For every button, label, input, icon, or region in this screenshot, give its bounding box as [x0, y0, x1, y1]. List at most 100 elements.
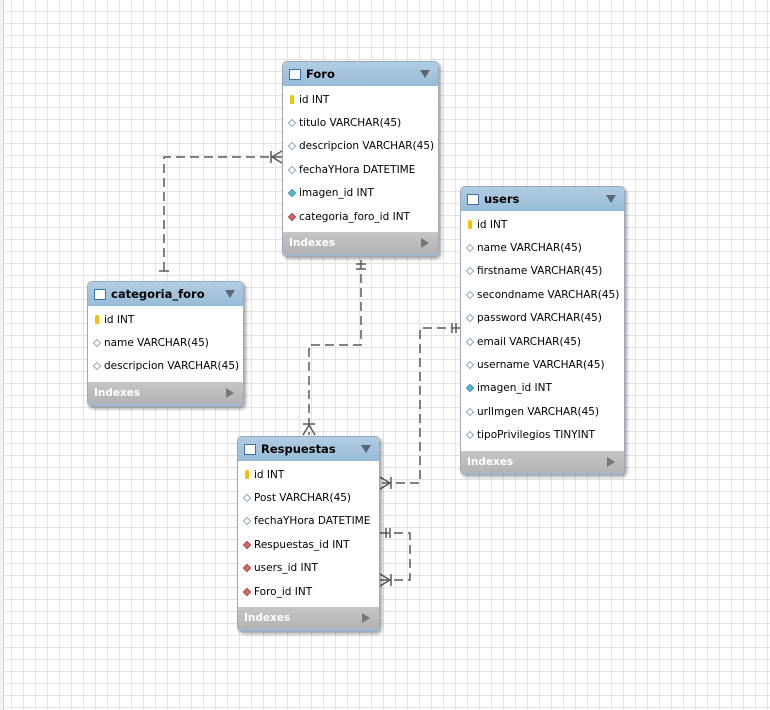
indexes-section[interactable]: Indexes: [88, 382, 243, 405]
column-label: users_id INT: [254, 562, 318, 575]
indexed-column-icon: [287, 189, 297, 198]
column-label: imagen_id INT: [477, 382, 552, 395]
expand-arrow-icon[interactable]: [607, 456, 615, 467]
table-categoria-foro[interactable]: categoria_foro id INT name VARCHAR(45) d…: [87, 281, 244, 407]
primary-key-icon: [245, 470, 249, 480]
rel-categoria-foro-line: [163, 156, 282, 271]
column-row[interactable]: categoria_foro_id INT: [283, 205, 438, 228]
table-icon: [289, 68, 301, 80]
column-diamond-icon: [242, 517, 252, 526]
foreign-key-icon: [242, 587, 252, 596]
column-diamond-icon: [465, 290, 475, 300]
rel-self-many-crowsfoot: [379, 573, 392, 587]
column-row[interactable]: username VARCHAR(45): [461, 353, 624, 376]
column-label: id INT: [477, 218, 508, 231]
column-diamond-icon: [465, 243, 475, 253]
column-diamond-icon: [465, 430, 475, 440]
column-diamond-icon: [287, 165, 297, 175]
column-row[interactable]: fechaYHora DATETIME: [238, 510, 379, 533]
column-list: id INT titulo VARCHAR(45) descripcion VA…: [283, 86, 438, 232]
column-row[interactable]: id INT: [238, 463, 379, 486]
table-bottom-bar: [283, 254, 438, 256]
column-row[interactable]: id INT: [461, 213, 624, 236]
column-row[interactable]: urlImgen VARCHAR(45): [461, 400, 624, 423]
indexes-label: Indexes: [289, 237, 336, 250]
column-row[interactable]: id INT: [88, 308, 243, 331]
column-row[interactable]: users_id INT: [238, 557, 379, 580]
rel-users-respuestas-line: [380, 327, 460, 484]
table-foro-header[interactable]: Foro: [283, 62, 438, 86]
expand-arrow-icon[interactable]: [362, 613, 370, 624]
indexes-section[interactable]: Indexes: [238, 607, 379, 630]
collapse-arrow-icon[interactable]: [361, 445, 371, 453]
column-diamond-icon: [465, 360, 475, 370]
column-row[interactable]: password VARCHAR(45): [461, 307, 624, 330]
column-label: categoria_foro_id INT: [299, 210, 410, 223]
column-diamond-icon: [465, 337, 475, 346]
column-row[interactable]: imagen_id INT: [461, 377, 624, 400]
column-label: email VARCHAR(45): [477, 335, 582, 348]
indexes-section[interactable]: Indexes: [283, 232, 438, 255]
column-row[interactable]: name VARCHAR(45): [461, 236, 624, 259]
primary-key-icon: [468, 220, 472, 230]
collapse-arrow-icon[interactable]: [606, 195, 616, 203]
column-row[interactable]: Post VARCHAR(45): [238, 486, 379, 509]
column-label: urlImgen VARCHAR(45): [477, 405, 600, 418]
column-label: fechaYHora DATETIME: [299, 163, 416, 176]
rel-foro-respuestas-line: [308, 260, 362, 435]
column-list: id INT name VARCHAR(45) firstname VARCHA…: [461, 211, 624, 451]
column-row[interactable]: name VARCHAR(45): [88, 331, 243, 354]
table-users-header[interactable]: users: [461, 187, 624, 211]
column-label: secondname VARCHAR(45): [477, 288, 620, 301]
collapse-arrow-icon[interactable]: [420, 70, 430, 78]
column-row[interactable]: tipoPrivilegios TINYINT: [461, 424, 624, 447]
rel-self-one-mark: [385, 528, 391, 538]
collapse-arrow-icon[interactable]: [225, 290, 235, 298]
indexes-section[interactable]: Indexes: [461, 450, 624, 473]
table-bottom-bar: [88, 404, 243, 406]
column-diamond-icon: [92, 338, 102, 348]
table-name: Respuestas: [261, 442, 336, 456]
primary-key-icon: [290, 95, 294, 105]
column-row[interactable]: descripcion VARCHAR(45): [283, 135, 438, 158]
rel-respuestas-many-crowsfoot: [302, 423, 316, 436]
column-label: descripcion VARCHAR(45): [104, 360, 240, 373]
column-label: fechaYHora DATETIME: [254, 515, 371, 528]
indexes-label: Indexes: [244, 612, 291, 625]
column-label: titulo VARCHAR(45): [299, 117, 402, 130]
column-row[interactable]: titulo VARCHAR(45): [283, 111, 438, 134]
table-name: users: [484, 192, 520, 206]
column-label: name VARCHAR(45): [104, 337, 209, 350]
column-diamond-icon: [242, 493, 252, 503]
column-label: imagen_id INT: [299, 187, 374, 200]
primary-key-icon: [95, 315, 99, 325]
table-icon: [244, 443, 256, 455]
column-label: descripcion VARCHAR(45): [299, 140, 435, 153]
column-row[interactable]: descripcion VARCHAR(45): [88, 355, 243, 378]
column-label: password VARCHAR(45): [477, 312, 602, 325]
column-row[interactable]: secondname VARCHAR(45): [461, 283, 624, 306]
table-respuestas-header[interactable]: Respuestas: [238, 437, 379, 461]
expand-arrow-icon[interactable]: [421, 238, 429, 249]
column-label: name VARCHAR(45): [477, 242, 582, 255]
column-label: firstname VARCHAR(45): [477, 265, 603, 278]
foreign-key-icon: [287, 212, 297, 221]
column-diamond-icon: [92, 362, 102, 371]
column-row[interactable]: Respuestas_id INT: [238, 533, 379, 556]
rel-users-one-mark: [451, 323, 457, 333]
table-categoria-foro-header[interactable]: categoria_foro: [88, 282, 243, 306]
column-row[interactable]: id INT: [283, 88, 438, 111]
rel-foro-one-mark: [356, 263, 366, 270]
table-bottom-bar: [461, 472, 624, 474]
expand-arrow-icon[interactable]: [226, 388, 234, 399]
column-row[interactable]: firstname VARCHAR(45): [461, 260, 624, 283]
table-foro[interactable]: Foro id INT titulo VARCHAR(45) descripci…: [282, 61, 439, 257]
column-row[interactable]: Foro_id INT: [238, 580, 379, 603]
indexes-label: Indexes: [467, 455, 514, 468]
column-row[interactable]: email VARCHAR(45): [461, 330, 624, 353]
table-users[interactable]: users id INT name VARCHAR(45) firstname …: [460, 186, 625, 475]
table-respuestas[interactable]: Respuestas id INT Post VARCHAR(45) fecha…: [237, 436, 380, 632]
column-row[interactable]: imagen_id INT: [283, 182, 438, 205]
column-row[interactable]: fechaYHora DATETIME: [283, 158, 438, 181]
